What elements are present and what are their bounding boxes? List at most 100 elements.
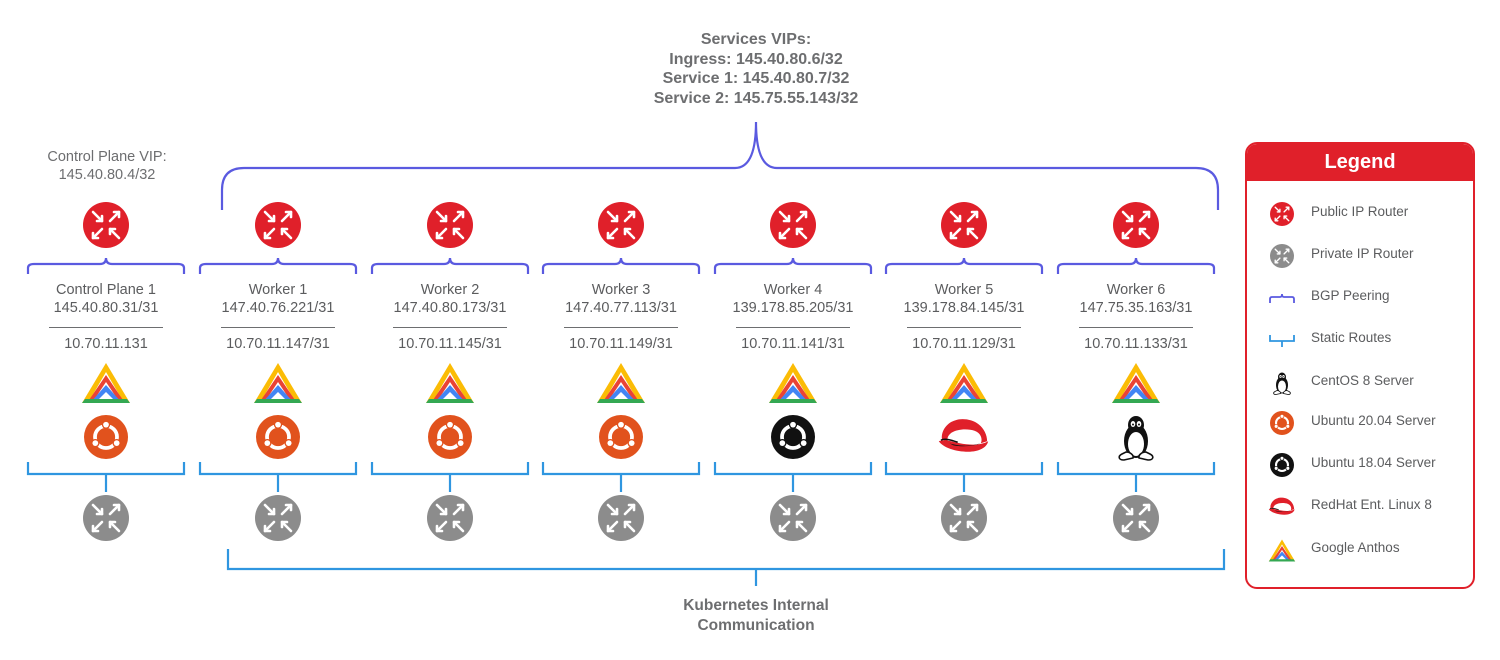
node-divider <box>221 327 335 328</box>
private-router-icon <box>770 495 816 541</box>
anthos-icon <box>254 363 302 403</box>
ubuntu-20-icon <box>599 415 643 459</box>
services-vip-service-2: Service 2: 145.75.55.143/32 <box>653 89 859 107</box>
node-divider <box>393 327 507 328</box>
anthos-icon <box>426 363 474 403</box>
node-divider <box>49 327 163 328</box>
control-plane-vip-address: 145.40.80.4/32 <box>58 167 156 183</box>
ubuntu-18-icon <box>771 415 815 459</box>
bgp-bracket <box>713 257 873 274</box>
legend-item-label: BGP Peering <box>1311 288 1390 303</box>
legend-item-label: Google Anthos <box>1311 540 1400 555</box>
static-route-bracket <box>370 462 530 476</box>
legend-item-label: CentOS 8 Server <box>1311 373 1414 388</box>
anthos-icon <box>769 363 817 403</box>
static-route-bracket <box>884 462 1044 476</box>
node-public-ip: 147.40.80.173/31 <box>393 300 507 316</box>
legend-item: Public IP Router <box>1247 198 1473 228</box>
redhat-icon <box>1268 497 1295 515</box>
private-router-icon <box>83 495 129 541</box>
private-router-icon <box>941 495 987 541</box>
public-router-icon <box>770 202 816 248</box>
ubuntu-18-icon <box>1270 453 1294 477</box>
node-private-ip: 10.70.11.141/31 <box>741 336 845 352</box>
node-name: Control Plane 1 <box>56 282 156 298</box>
bgp-bracket <box>1056 257 1216 274</box>
node-column <box>1056 202 1216 541</box>
services-vip-service-1: Service 1: 145.40.80.7/32 <box>662 70 850 87</box>
public-router-icon <box>427 202 473 248</box>
bgp-bracket <box>884 257 1044 274</box>
public-router-icon <box>1113 202 1159 248</box>
node-name: Worker 3 <box>591 282 651 298</box>
ubuntu-20-icon <box>1270 411 1294 435</box>
node-column <box>370 202 530 541</box>
node-divider <box>907 327 1021 328</box>
node-public-ip: 147.40.77.113/31 <box>565 300 677 316</box>
public-router-icon <box>83 202 129 248</box>
private-router-icon <box>598 495 644 541</box>
public-router-icon <box>1270 202 1294 226</box>
node-name: Worker 6 <box>1106 282 1166 298</box>
node-private-ip: 10.70.11.149/31 <box>569 336 673 352</box>
public-router-icon <box>598 202 644 248</box>
redhat-icon <box>938 419 989 452</box>
legend-item-label: RedHat Ent. Linux 8 <box>1311 497 1432 512</box>
node-column <box>713 202 873 541</box>
control-plane-vip-heading: Control Plane VIP: <box>47 149 167 165</box>
bgp-bracket <box>370 257 530 274</box>
node-private-ip: 10.70.11.129/31 <box>912 336 1016 352</box>
static-route-icon <box>1269 335 1295 347</box>
kubernetes-internal-line-1: Kubernetes Internal <box>683 597 829 614</box>
services-vips-label: Services VIPs: Ingress: 145.40.80.6/32 S… <box>556 30 956 108</box>
node-private-ip: 10.70.11.147/31 <box>226 336 330 352</box>
legend-item: Ubuntu 18.04 Server <box>1247 449 1473 479</box>
static-route-bracket <box>1056 462 1216 476</box>
node-name: Worker 1 <box>248 282 308 298</box>
public-router-icon <box>941 202 987 248</box>
control-plane-vip-label: Control Plane VIP: 145.40.80.4/32 <box>7 148 207 184</box>
anthos-icon <box>1112 363 1160 403</box>
node-name: Worker 4 <box>763 282 823 298</box>
node-divider <box>1079 327 1193 328</box>
ubuntu-20-icon <box>84 415 128 459</box>
internal-static-brace <box>226 549 1226 571</box>
node-divider <box>564 327 678 328</box>
tux-icon <box>1273 372 1291 395</box>
legend-item: RedHat Ent. Linux 8 <box>1247 491 1473 521</box>
services-vip-ingress: Ingress: 145.40.80.6/32 <box>669 50 843 68</box>
node-column <box>884 202 1044 541</box>
private-router-icon <box>427 495 473 541</box>
node-public-ip: 139.178.85.205/31 <box>732 300 854 316</box>
node-public-ip: 147.75.35.163/31 <box>1079 300 1193 316</box>
node-public-ip: 145.40.80.31/31 <box>53 300 159 316</box>
legend-item-label: Private IP Router <box>1311 246 1414 261</box>
bgp-bracket <box>198 257 358 274</box>
legend-item: BGP Peering <box>1247 282 1473 312</box>
bgp-bracket <box>26 257 186 274</box>
node-column <box>541 202 701 541</box>
node-private-ip: 10.70.11.133/31 <box>1084 336 1188 352</box>
node-column <box>198 202 358 541</box>
services-bgp-brace <box>220 121 1220 210</box>
private-router-icon <box>1270 244 1294 268</box>
anthos-icon <box>82 363 130 403</box>
bgp-bracket <box>541 257 701 274</box>
legend-item: CentOS 8 Server <box>1247 367 1473 397</box>
legend-item-label: Public IP Router <box>1311 204 1409 219</box>
public-router-icon <box>255 202 301 248</box>
anthos-icon <box>597 363 645 403</box>
anthos-icon <box>940 363 988 403</box>
private-router-icon <box>255 495 301 541</box>
static-route-bracket <box>713 462 873 476</box>
kubernetes-internal-line-2: Communication <box>697 617 815 634</box>
bgp-bracket-icon <box>1269 293 1295 303</box>
anthos-icon <box>1268 539 1296 562</box>
legend-item: Private IP Router <box>1247 240 1473 270</box>
node-name: Worker 2 <box>420 282 480 298</box>
static-route-bracket <box>198 462 358 476</box>
node-private-ip: 10.70.11.131 <box>64 336 148 352</box>
services-vips-heading: Services VIPs: <box>700 31 812 48</box>
